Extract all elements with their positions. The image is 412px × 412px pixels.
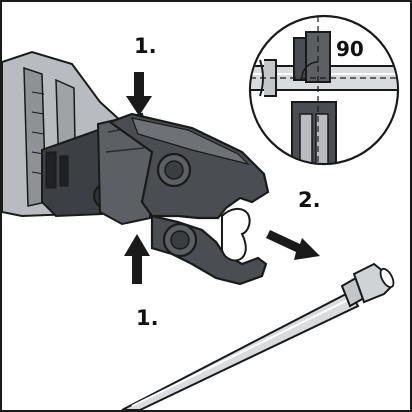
press-jaw — [107, 112, 270, 286]
jaw-mouth — [221, 208, 251, 262]
angle-arc-icon — [301, 61, 319, 79]
pipe-with-fitting — [121, 262, 395, 410]
push-arrow-top — [126, 72, 152, 116]
pull-arrow — [266, 230, 320, 260]
step-label-pull: 2. — [298, 188, 321, 212]
push-arrow-bottom — [124, 234, 150, 284]
step-label-push-top: 1. — [134, 34, 157, 58]
detail-circle — [248, 14, 400, 166]
step-label-push-bottom: 1. — [136, 306, 159, 330]
press-tool-body — [2, 50, 154, 226]
detail-jaw-lower — [291, 101, 337, 163]
angle-label: 90 — [334, 37, 366, 61]
pipe-tube — [121, 290, 360, 410]
